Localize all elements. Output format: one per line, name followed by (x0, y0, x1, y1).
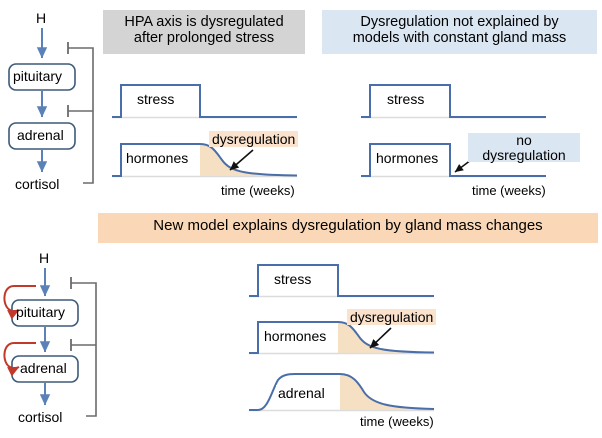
signal-curve-hormones (361, 143, 546, 177)
signal-curve-stress (361, 84, 546, 118)
signal-curve-stress (112, 84, 297, 118)
label-adrenal-bottom: adrenal (20, 360, 67, 376)
banner-top-right: Dysregulation not explained by models wi… (322, 10, 597, 54)
plot-label-adrenal-bottom: adrenal (276, 385, 327, 401)
annotation-dysregulation-bottom: dysregulation (347, 309, 437, 325)
annotation-no-dysregulation-top-right: no dysregulation (468, 132, 580, 163)
hpa-diagram-bottom (3, 268, 97, 417)
annotation-dysregulation-top-left: dysregulation (209, 131, 299, 147)
node-pituitary-top (8, 63, 76, 91)
banner-bottom: New model explains dysregulation by glan… (98, 213, 598, 243)
plot-bottom-hormones (249, 321, 435, 355)
banner-bottom-text: New model explains dysregulation by glan… (153, 217, 543, 234)
plot-top-left-hormones (112, 143, 298, 178)
banner-top-left-line1: HPA axis is dysregulated (124, 14, 284, 30)
growth-loop-adrenal-icon (3, 342, 36, 377)
axis-label-time-top-right: time (weeks) (472, 183, 546, 198)
banner-top-right-line1: Dysregulation not explained by (360, 14, 559, 30)
label-h-top: H (36, 10, 47, 26)
banner-top-left-line2: after prolonged stress (133, 30, 275, 47)
label-cortisol-bottom: cortisol (18, 409, 63, 425)
label-h-bottom: H (39, 250, 50, 266)
plot-label-stress-top-right: stress (385, 91, 427, 107)
banner-top-right-line2: models with constant gland mass (352, 30, 567, 47)
decay-shaded-region (338, 322, 434, 353)
dysregulation-pointer-arrow (229, 149, 254, 171)
hpa-diagram-top (8, 28, 94, 184)
label-pituitary-bottom: pituitary (16, 304, 66, 320)
feedback-bus-bottom (71, 282, 97, 417)
plot-top-left-stress (112, 84, 297, 119)
label-cortisol-top: cortisol (15, 176, 60, 192)
plot-label-stress-top-left: stress (135, 91, 177, 107)
annotation-line2: dysregulation (482, 146, 566, 163)
growth-loop-pituitary-icon (3, 285, 36, 320)
decay-shaded-region (340, 374, 434, 410)
axis-label-time-bottom: time (weeks) (360, 414, 434, 429)
signal-curve-stress (249, 264, 434, 297)
plot-bottom-adrenal (249, 373, 435, 412)
label-adrenal-top: adrenal (17, 127, 64, 143)
decay-shaded-region (200, 144, 297, 176)
signal-curve-hormones (249, 321, 435, 354)
plot-bottom-stress (249, 264, 434, 298)
annotation-line1: no (516, 132, 532, 148)
dysregulation-pointer-arrow (369, 327, 392, 349)
plot-label-hormones-top-right: hormones (374, 150, 441, 166)
plot-label-stress-bottom: stress (272, 271, 314, 287)
plot-top-right-stress (361, 84, 546, 119)
label-pituitary-top: pituitary (13, 68, 63, 84)
axis-label-time-top-left: time (weeks) (221, 183, 295, 198)
signal-curve-adrenal (249, 373, 435, 411)
banner-top-left: HPA axis is dysregulated after prolonged… (103, 10, 305, 54)
node-adrenal-top (8, 122, 76, 150)
plot-label-hormones-bottom: hormones (262, 328, 329, 344)
feedback-bus-top (68, 47, 94, 184)
signal-curve-hormones (112, 143, 298, 177)
plot-label-hormones-top-left: hormones (124, 150, 191, 166)
